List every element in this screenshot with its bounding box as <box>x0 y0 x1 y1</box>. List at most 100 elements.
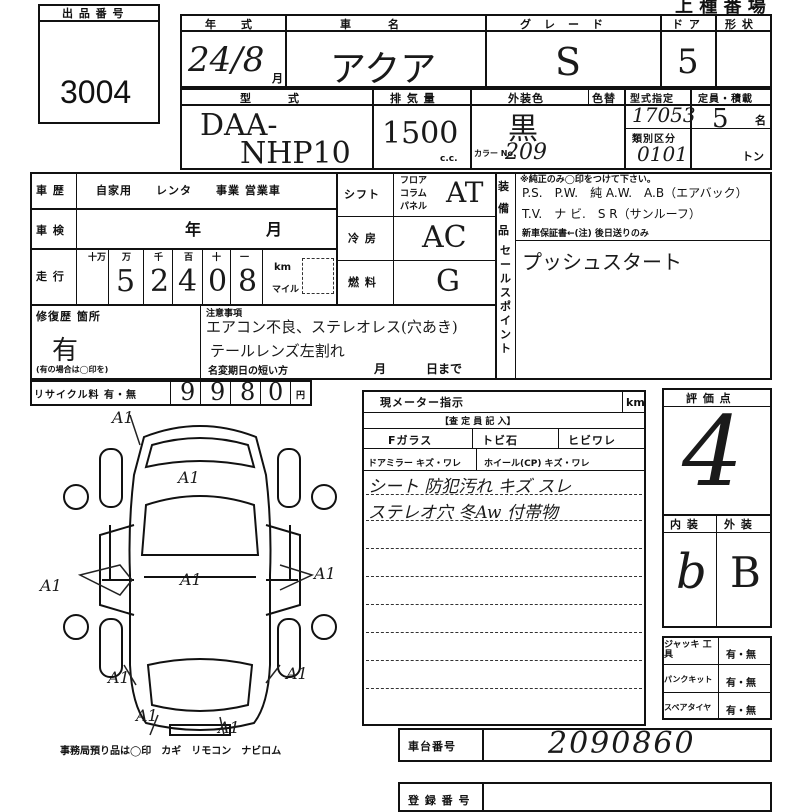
recycle-box <box>30 380 312 406</box>
color-no-label: カラー No. <box>474 149 517 158</box>
damage-mark-rear-left: A1 <box>108 668 130 687</box>
shaken-label: 車 検 <box>36 224 65 237</box>
meter-km-unit: km <box>626 396 645 409</box>
car-damage-diagram <box>63 414 337 736</box>
recycle-digit-2: 9 <box>210 378 226 406</box>
shift-panel: パネル <box>400 202 428 212</box>
km-unit: km <box>274 262 292 273</box>
chassis-box <box>398 728 772 762</box>
exterior-label: 外 装 <box>724 518 753 531</box>
mileage-digit-5: 8 <box>238 264 258 299</box>
diagram-footer: 事務局預り品は◯印 カギ リモコン ナビロム <box>60 746 282 757</box>
spare-option: 有・無 <box>726 706 756 717</box>
sales-point-value: プッシュスタート <box>522 250 682 274</box>
repair-value: 有 <box>52 336 79 366</box>
inspector-header: 【査 定 員 記 入】 <box>440 417 516 427</box>
shaken-month-unit: 月 <box>266 220 284 239</box>
shift-column: コラム <box>400 189 427 199</box>
lot-number-box <box>38 4 160 124</box>
interior-label: 内 装 <box>670 518 699 531</box>
model-designation-label: 型式指定 <box>630 94 674 105</box>
damage-mark-rear-right: A1 <box>286 664 308 683</box>
exterior-color-label: 外装色 <box>508 92 544 105</box>
notes-line2: テールレンズ左割れ <box>210 342 345 360</box>
doors-value: 5 <box>677 42 699 82</box>
mileage-digit-1: 5 <box>116 264 136 299</box>
year-month-unit: 月 <box>272 72 283 85</box>
shaken-year-unit: 年 <box>185 220 203 239</box>
unit-10k: 万 <box>122 253 132 263</box>
exterior-color-value: 黒 <box>508 112 538 147</box>
mile-unit: マイル <box>272 285 300 295</box>
grade-value: S <box>555 40 582 84</box>
lot-number-value: 3004 <box>60 74 132 110</box>
capacity-value: 5 <box>712 104 729 134</box>
equipment-note: ※純正のみ◯印をつけて下さい。 <box>520 175 656 185</box>
equipment-label: 装 備 品 <box>498 180 510 237</box>
notes-day-unit: 日まで <box>426 362 463 376</box>
history-label: 車 歴 <box>36 184 65 197</box>
glass-label: Fガラス <box>388 434 433 447</box>
registration-label: 登 録 番 号 <box>408 794 471 807</box>
capacity-label: 定員・積載 <box>698 94 753 105</box>
model-line2: NHP10 <box>240 136 351 171</box>
model-box <box>180 88 772 170</box>
meter-label: 現メーター指示 <box>380 396 464 409</box>
jack-option: 有・無 <box>726 650 756 661</box>
lot-number-label: 出 品 番 号 <box>62 7 125 20</box>
score-value: 4 <box>682 396 744 508</box>
puncture-option: 有・無 <box>726 678 756 689</box>
recycle-yen: 円 <box>296 391 306 401</box>
displacement-value: 1500 <box>382 116 459 151</box>
damage-mark-roof: A1 <box>180 570 202 589</box>
tools-box <box>662 636 772 720</box>
score-box <box>662 388 772 628</box>
model-line1: DAA- <box>200 108 278 143</box>
mileage-label: 走 行 <box>36 270 65 283</box>
equipment-line2: T.V. ナ ビ. S R（サンルーフ） <box>522 207 701 221</box>
sales-point-label: セ ー ル ス ポ イ ン ト <box>500 244 512 355</box>
top-header-title: 上 種 番 場 <box>675 0 766 17</box>
cc-unit: c.c. <box>440 154 458 164</box>
recycle-digit-3: 8 <box>240 378 256 406</box>
score-label: 評 価 点 <box>686 392 732 405</box>
recycle-digit-4: 0 <box>268 378 284 406</box>
recycle-label: リサイクル料 有・無 <box>34 390 137 401</box>
vehicle-header-box <box>180 14 772 88</box>
grade-label: グ レ ー ド <box>520 18 604 31</box>
notes-month-unit: 月 <box>374 362 387 376</box>
notes-label: 注意事項 <box>206 309 243 319</box>
notes-deadline-label: 名変期日の短い方 <box>208 366 288 377</box>
interior-score: b <box>676 544 707 600</box>
shape-label: 形 状 <box>725 18 754 31</box>
color-no-value: 209 <box>505 140 547 165</box>
category-label: 類別区分 <box>632 134 676 145</box>
mileage-digit-2: 2 <box>150 264 170 299</box>
ton-unit: トン <box>742 150 764 163</box>
repair-note: (有の場合は◯印を) <box>36 365 109 374</box>
color-change-label: 色替 <box>592 92 616 105</box>
mileage-digit-4: 0 <box>208 264 228 299</box>
door-label: ド ア <box>672 18 701 31</box>
category-value: 0101 <box>637 142 688 166</box>
car-name-value: アクア <box>330 49 437 90</box>
damage-mark-bumper: A1 <box>218 718 240 737</box>
inspector-note-2: ステレオ穴 冬Aw 付帯物 <box>368 503 558 523</box>
damage-mark-hood: A1 <box>178 468 200 487</box>
inspector-note-1: シート 防犯汚れ キズ スレ <box>368 477 572 497</box>
mileage-check-box <box>302 258 334 294</box>
damage-mark-right: A1 <box>314 564 336 583</box>
unit-100: 百 <box>184 253 194 263</box>
notes-line1: エアコン不良、ステレオレス(穴あき) <box>206 318 458 336</box>
wheel-label: ホイール(CP) キズ・ワレ <box>484 459 590 469</box>
history-options: 自家用 レンタ 事業 営業車 <box>96 184 281 197</box>
exterior-score: B <box>730 548 761 597</box>
history-box <box>30 172 772 380</box>
recycle-digit-1: 9 <box>180 378 196 406</box>
equipment-line3: 新車保証書←(注) 後日送りのみ <box>522 229 649 239</box>
chassis-value: 2090860 <box>548 726 696 761</box>
inspector-box <box>362 390 646 726</box>
puncture-label: パンクキット <box>664 675 713 684</box>
year-value: 24/8 <box>188 40 265 80</box>
shift-value: AT <box>446 176 484 209</box>
